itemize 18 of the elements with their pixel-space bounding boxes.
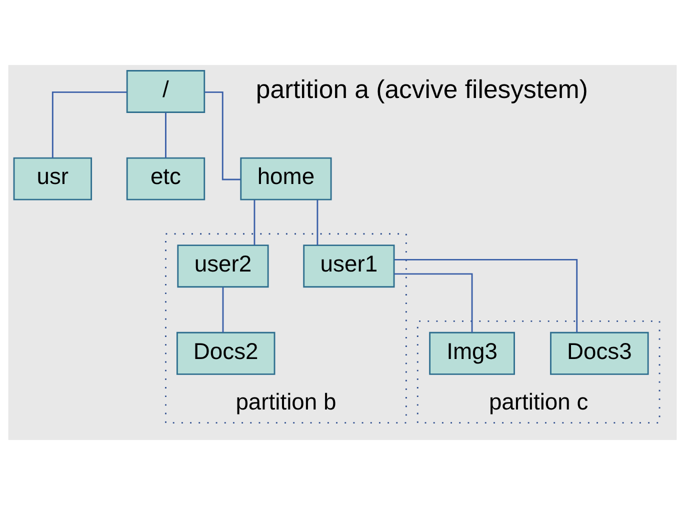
- node-box: user1: [303, 244, 395, 288]
- node-box: etc: [126, 157, 206, 200]
- node-box: Img3: [429, 332, 515, 375]
- node-box: Docs3: [550, 332, 649, 375]
- connector: [204, 91, 241, 180]
- connector: [394, 258, 578, 333]
- connector: [165, 112, 166, 158]
- node-box: home: [240, 157, 332, 200]
- node-box: /: [126, 70, 206, 113]
- connector: [316, 200, 318, 246]
- connector: [52, 91, 127, 158]
- label: partition a (acvive filesystem): [256, 76, 588, 104]
- node-box: Docs2: [176, 332, 276, 375]
- node-box: user2: [177, 244, 269, 288]
- connector: [254, 200, 256, 246]
- connector: [394, 273, 473, 333]
- connector: [222, 287, 224, 332]
- node-box: usr: [13, 157, 92, 200]
